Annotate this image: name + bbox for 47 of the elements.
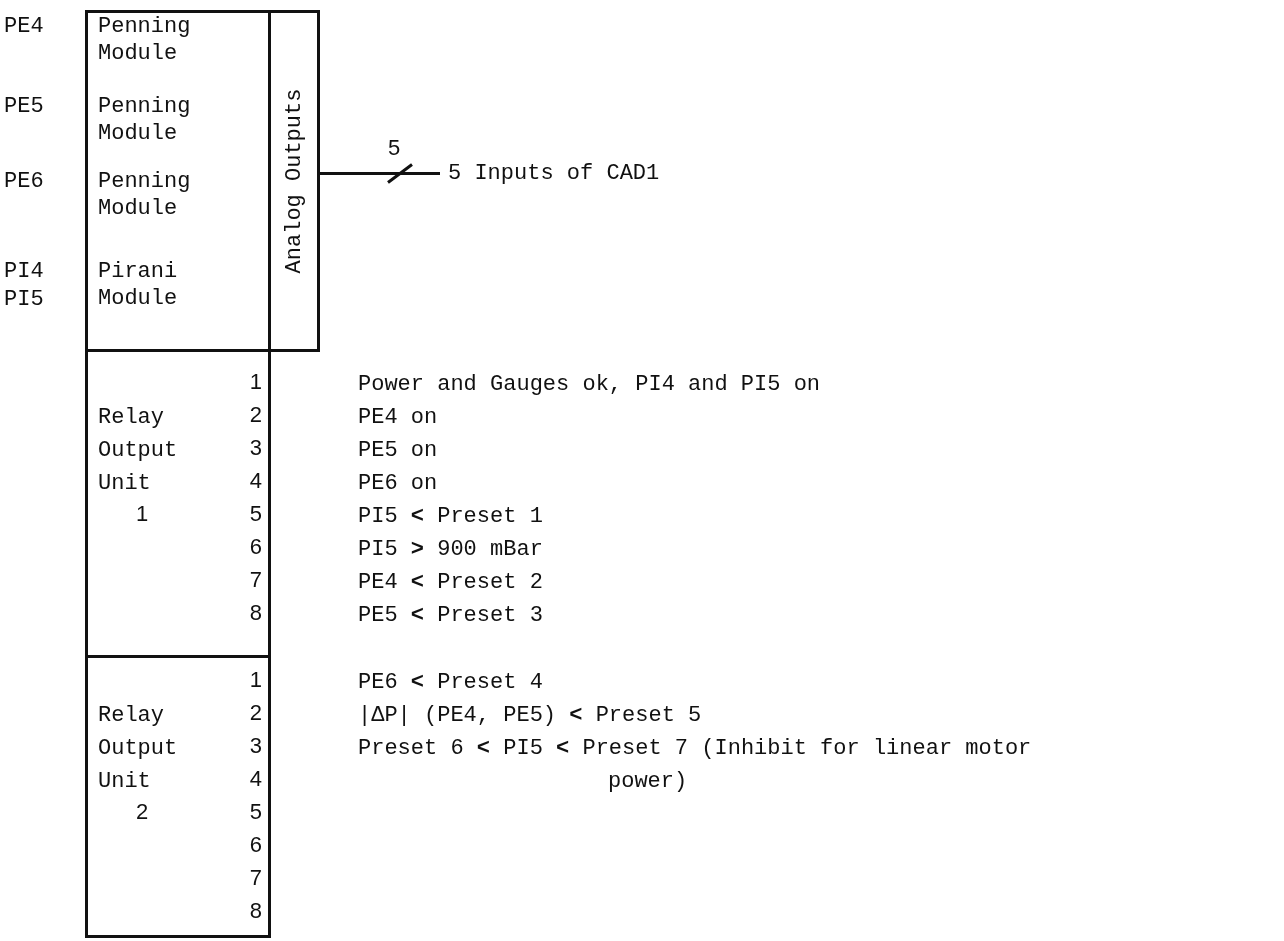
relay-description: Power and Gauges ok, PI4 and PI5 on (358, 371, 822, 399)
module-label: Penning Module (98, 93, 192, 147)
relay-number: 3 (248, 732, 262, 759)
relay-number: 6 (248, 831, 262, 858)
gauge-label: PE5 (4, 93, 44, 120)
relay-number: 7 (248, 566, 262, 593)
module-label: Penning Module (98, 13, 192, 67)
relay-number: 1 (248, 666, 262, 693)
relay-description: PE4 < Preset 2 (358, 569, 544, 597)
output-label: 5 Inputs of CAD1 (448, 160, 660, 187)
bus-line (318, 163, 442, 184)
unit-number: 2 (136, 798, 149, 825)
relay-description: PI5 > 900 mBar (358, 536, 544, 564)
module-box (85, 10, 271, 352)
relay-description: |ΔP| (PE4, PE5) < Preset 5 (358, 702, 703, 730)
relay-number: 2 (248, 401, 262, 428)
relay-number: 4 (248, 467, 262, 494)
gauge-label: PE6 (4, 168, 44, 195)
unit-label: Relay Output Unit (98, 702, 179, 796)
relay-number: 1 (248, 368, 262, 395)
relay-unit-box (85, 655, 271, 938)
gauge-label: PI5 (4, 286, 44, 313)
relay-description: PE5 on (358, 437, 439, 465)
relay-number: 3 (248, 434, 262, 461)
relay-description: PE5 < Preset 3 (358, 602, 544, 630)
module-label: Pirani Module (98, 258, 179, 312)
gauge-label: PI4 (4, 258, 44, 285)
relay-number: 5 (248, 500, 262, 527)
relay-number: 5 (248, 798, 262, 825)
unit-number: 1 (136, 500, 149, 527)
relay-description: PE4 on (358, 404, 439, 432)
relay-number: 8 (248, 897, 262, 924)
output-band (268, 10, 320, 352)
relay-unit-box (85, 349, 271, 658)
relay-number: 6 (248, 533, 262, 560)
module-label: Penning Module (98, 168, 192, 222)
relay-number: 2 (248, 699, 262, 726)
relay-number: 7 (248, 864, 262, 891)
band-label: Analog Outputs (280, 88, 308, 274)
unit-label: Relay Output Unit (98, 404, 179, 498)
relay-description: Preset 6 < PI5 < Preset 7 (Inhibit for linear motor power) (358, 735, 1033, 796)
relay-number: 4 (248, 765, 262, 792)
gauge-label: PE4 (4, 13, 44, 40)
relay-description: PI5 < Preset 1 (358, 503, 544, 531)
relay-description: PE6 < Preset 4 (358, 669, 544, 697)
relay-description: PE6 on (358, 470, 439, 498)
relay-number: 8 (248, 599, 262, 626)
